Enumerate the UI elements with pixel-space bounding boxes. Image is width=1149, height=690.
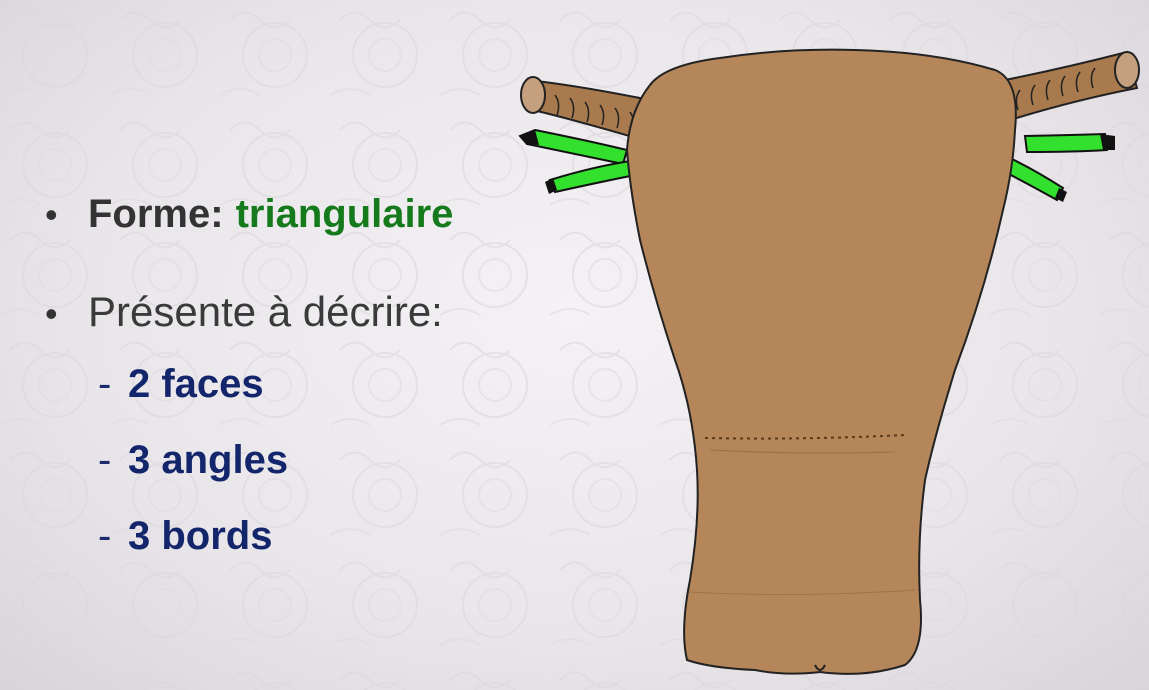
uterus-body [625,48,1017,675]
right-fallopian-tube [1003,50,1140,122]
sub-item-dash: - [98,514,112,558]
sub-item-text: 3 bords [128,514,273,558]
sub-item-text: 3 angles [128,438,289,482]
uterus-illustration [518,48,1140,675]
bullet-text: Présente à décrire: [88,288,443,335]
sub-item-dash: - [98,362,112,406]
isthmus-line [704,434,906,440]
sub-item: - 3 angles [98,438,605,514]
bullet-dot: • [45,194,58,235]
bullet-forme: • Forme: triangulaire [45,192,605,264]
bullet-label: Forme: [88,192,224,236]
bullet-presente: • Présente à décrire: [45,288,605,360]
bullet-value: triangulaire [235,192,454,236]
sub-item-dash: - [98,438,112,482]
bullet-list: • Forme: triangulaire • Présente à décri… [45,192,605,590]
left-fallopian-tube [520,76,652,142]
bullet-dot: • [45,293,58,334]
right-round-ligaments [1003,132,1115,202]
sub-item: - 2 faces [98,362,605,438]
sub-item: - 3 bords [98,514,605,590]
sub-item-text: 2 faces [128,362,264,406]
cervix-notch [814,664,826,671]
left-round-ligaments [518,128,642,194]
